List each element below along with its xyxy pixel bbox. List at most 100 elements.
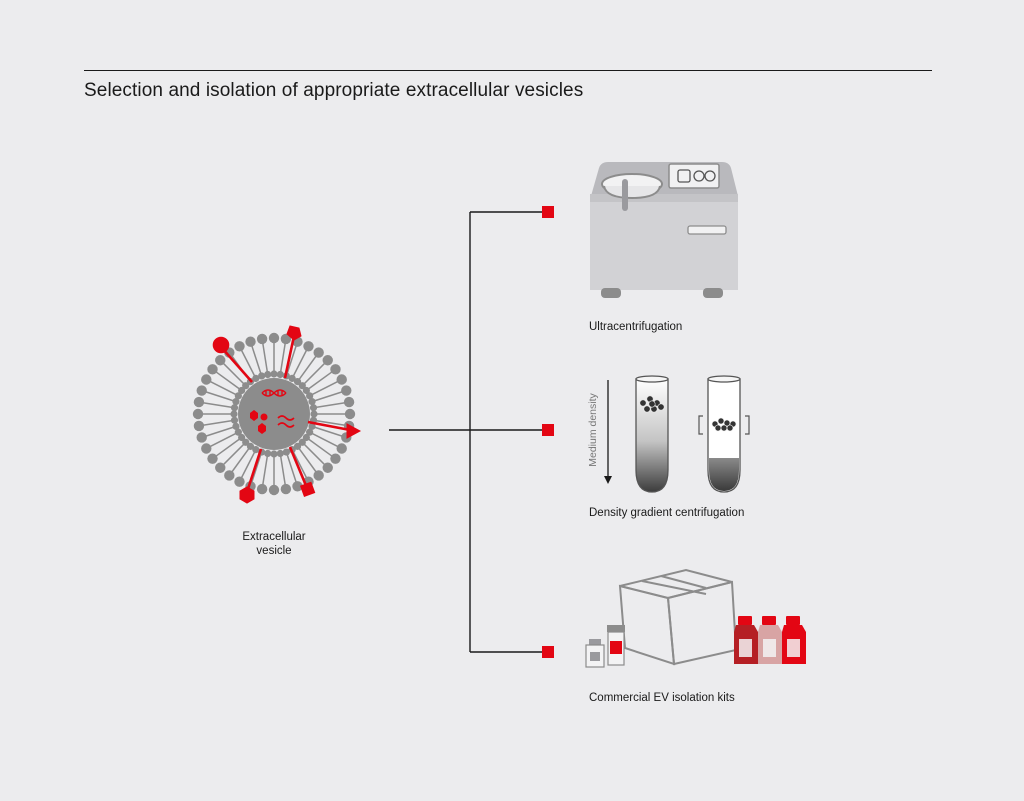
lipid-head-outer: [234, 341, 245, 352]
lipid-tail: [309, 431, 339, 448]
lipid-head-inner: [230, 416, 239, 424]
lipid-head-outer: [193, 420, 205, 432]
lipid-head-outer: [336, 443, 347, 454]
lipid-head-inner: [302, 433, 310, 442]
lipid-head-outer: [201, 443, 212, 454]
lipid-head-inner: [238, 433, 246, 442]
lipid-tail: [301, 441, 326, 466]
ultracentrifuge-icon: [590, 162, 738, 298]
lipid-tail: [313, 401, 346, 409]
lipid-tail: [305, 436, 333, 457]
lipid-head-outer: [256, 483, 268, 495]
bottle-icon: [734, 616, 758, 664]
lipid-head-inner: [252, 446, 260, 454]
lipid-head-inner: [298, 438, 306, 446]
dna-icon: [261, 389, 287, 397]
lipid-head-outer: [292, 481, 303, 492]
lipid-head-outer: [330, 364, 341, 375]
cargo-hexagon-icon: [258, 423, 266, 434]
lipid-head-inner: [288, 374, 296, 382]
lipid-head-inner: [252, 374, 260, 382]
lipid-head-outer: [196, 432, 207, 443]
lipid-tail: [291, 349, 308, 379]
lipid-head-inner: [276, 449, 284, 458]
lipid-tail: [296, 355, 317, 383]
lipid-head-outer: [344, 408, 356, 420]
lipid-tail: [222, 362, 247, 387]
lipid-head-inner: [238, 386, 246, 395]
lipid-tail: [261, 453, 269, 486]
lipid-head-inner: [270, 450, 278, 458]
rna-icon: [277, 415, 295, 428]
lipid-tail: [291, 449, 308, 479]
lipid-head-inner: [308, 398, 316, 406]
lipid-head-outer: [201, 374, 212, 385]
lipid-head-outer: [196, 385, 207, 396]
lipid-head-inner: [293, 378, 302, 386]
lipid-tail: [205, 391, 237, 403]
lipid-head-inner: [234, 392, 242, 400]
lipid-head-inner: [242, 382, 250, 390]
lipid-head-inner: [230, 410, 238, 418]
medium-density-axis: [604, 380, 612, 484]
lipid-tail: [305, 371, 333, 392]
lipid-tail: [209, 431, 239, 448]
lipid-head-outer: [336, 374, 347, 385]
lipid-head-inner: [310, 410, 318, 418]
extracellular-vesicle-icon: [192, 325, 362, 504]
bottle-icon: [758, 616, 782, 664]
lipid-tail: [240, 449, 257, 479]
lipid-head-inner: [302, 386, 310, 395]
lipid-head-outer: [215, 462, 226, 473]
lipid-head-outer: [343, 396, 355, 408]
lipid-head-inner: [264, 449, 272, 458]
bottle-icon: [782, 616, 806, 664]
lipid-head-inner: [230, 404, 239, 412]
title-rule: [84, 70, 932, 71]
lipid-tail: [285, 345, 297, 377]
lipid-head-outer: [207, 364, 218, 375]
lipid-head-outer: [330, 453, 341, 464]
kit-box-icon: [618, 568, 738, 666]
lipid-tail: [261, 342, 269, 375]
lipid-tail: [202, 401, 235, 409]
lipid-tail: [285, 451, 297, 483]
lipid-tail: [311, 391, 343, 403]
page-title: Selection and isolation of appropriate e…: [84, 80, 584, 101]
density-gradient-label: Density gradient centrifugation: [589, 507, 745, 519]
branch-marker-density-gradient: [542, 424, 554, 436]
ultracentrifugation-label: Ultracentrifugation: [589, 321, 683, 333]
cargo-dot-icon: [260, 413, 268, 421]
lipid-head-inner: [308, 422, 316, 430]
lipid-head-inner: [232, 422, 240, 430]
lipid-tail: [231, 445, 252, 473]
lipid-head-inner: [234, 428, 242, 436]
lipid-tail: [279, 453, 287, 486]
lipid-head-inner: [270, 370, 278, 378]
lipid-tail: [222, 441, 247, 466]
lipid-head-inner: [298, 382, 306, 390]
medium-density-label: Medium density: [587, 392, 599, 466]
lipid-head-outer: [322, 355, 333, 366]
connector-lines: [389, 211, 542, 653]
lipid-head-inner: [264, 370, 272, 379]
lipid-head-outer: [245, 336, 256, 347]
lipid-head-outer: [280, 333, 292, 345]
lipid-head-inner: [276, 370, 284, 379]
tube-vial-icon: [607, 625, 625, 666]
lipid-tail: [202, 419, 235, 427]
lipid-tail: [209, 380, 239, 397]
lipid-tail: [215, 371, 243, 392]
lipid-head-outer: [192, 408, 204, 420]
lipid-head-outer: [207, 453, 218, 464]
lipid-head-inner: [258, 372, 266, 380]
lipid-head-outer: [322, 462, 333, 473]
surface-proteins: [212, 325, 362, 504]
lipid-tail: [205, 425, 237, 437]
lipid-head-outer: [313, 470, 324, 481]
lipid-head-outer: [193, 396, 205, 408]
protein-cargo-icon: [250, 410, 258, 421]
vesicle-lumen: [238, 378, 310, 450]
